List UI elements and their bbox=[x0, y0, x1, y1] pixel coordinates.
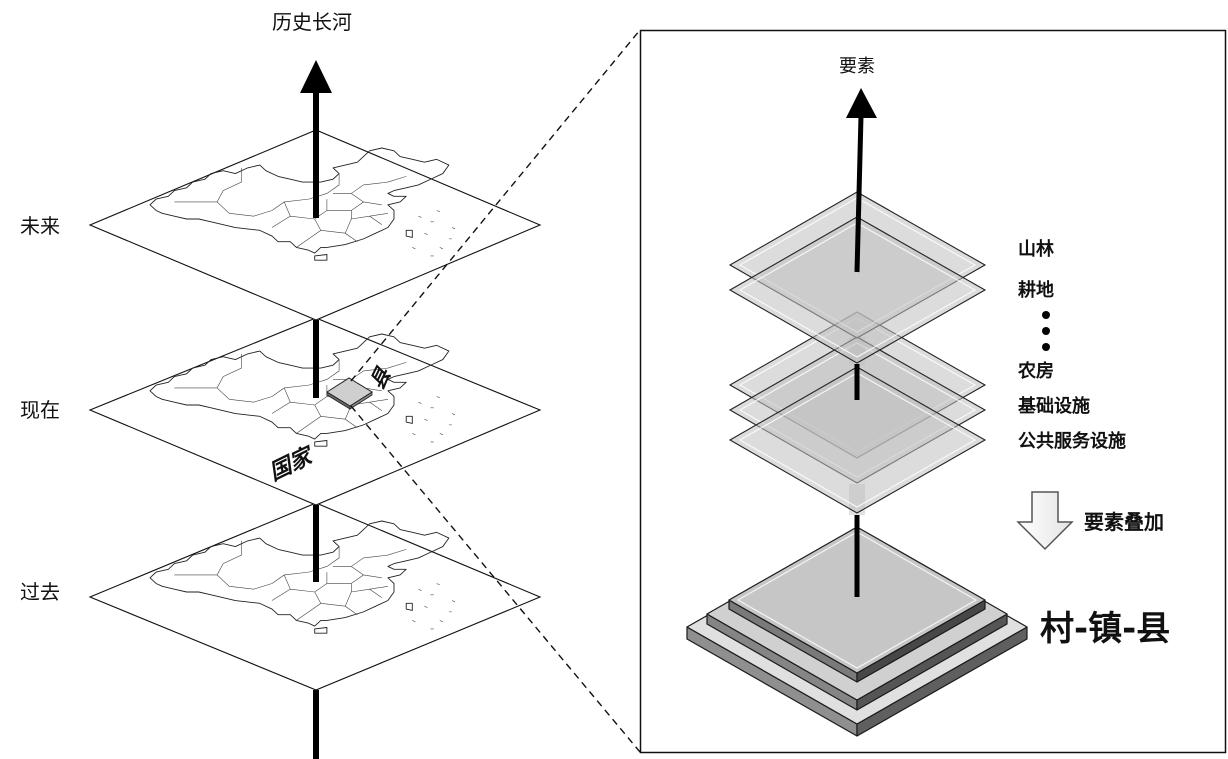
element-label-farmland: 耕地 bbox=[1018, 279, 1054, 301]
ellipsis-dot-3 bbox=[1042, 343, 1050, 351]
element-label-infrastructure: 基础设施 bbox=[1017, 395, 1090, 417]
county-box bbox=[326, 377, 373, 410]
stack-label: 村-镇-县 bbox=[1040, 609, 1170, 649]
element-axis-label: 要素 bbox=[839, 56, 875, 77]
layer-plane-present bbox=[88, 317, 542, 506]
overlay-label: 要素叠加 bbox=[1084, 510, 1164, 534]
overlay-down-arrow-icon bbox=[1016, 491, 1074, 551]
layer-label-past: 过去 bbox=[20, 580, 60, 604]
element-label-rural-housing: 农房 bbox=[1017, 360, 1054, 382]
village-town-county-stack bbox=[686, 526, 1028, 737]
ellipsis-dot-2 bbox=[1042, 327, 1050, 335]
element-plane-public-services bbox=[728, 366, 987, 514]
element-plane-farmland-highlight bbox=[738, 222, 977, 358]
history-axis-label: 历史长河 bbox=[272, 10, 352, 34]
detail-panel-frame bbox=[639, 29, 1227, 754]
element-label-public-services: 公共服务设施 bbox=[1018, 430, 1126, 452]
zoom-connector-lower bbox=[350, 405, 641, 753]
ellipsis-dot-1 bbox=[1042, 311, 1050, 319]
zoom-connector-upper bbox=[350, 29, 641, 382]
element-plane-public-services-highlight bbox=[738, 372, 977, 508]
history-arrowhead bbox=[300, 60, 332, 93]
layer-label-present: 现在 bbox=[20, 398, 60, 422]
element-plane-farmland bbox=[728, 216, 987, 364]
layer-plane-past bbox=[88, 502, 542, 691]
layer-label-future: 未来 bbox=[20, 214, 60, 238]
layer-plane-future bbox=[88, 129, 542, 321]
element-arrowhead bbox=[846, 88, 877, 118]
element-axis-segment-top bbox=[854, 115, 864, 273]
element-label-forest: 山林 bbox=[1018, 238, 1054, 260]
